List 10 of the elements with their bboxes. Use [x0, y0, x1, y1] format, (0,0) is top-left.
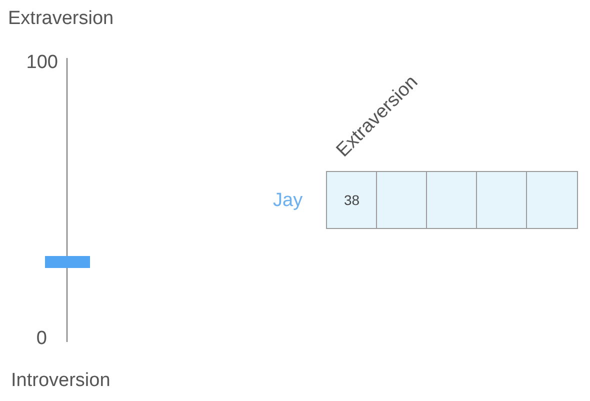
table-cell: [476, 171, 528, 228]
tick-label: 100: [26, 52, 58, 74]
table-cell: [426, 171, 478, 228]
axis-title: Extraversion: [8, 8, 114, 30]
table-cell: 38: [326, 171, 378, 228]
row-label: Jay: [273, 190, 303, 212]
axis-title: Introversion: [11, 370, 110, 392]
table-cell: [376, 171, 428, 228]
table-cell: [526, 171, 578, 228]
tick-label: 0: [36, 328, 47, 350]
